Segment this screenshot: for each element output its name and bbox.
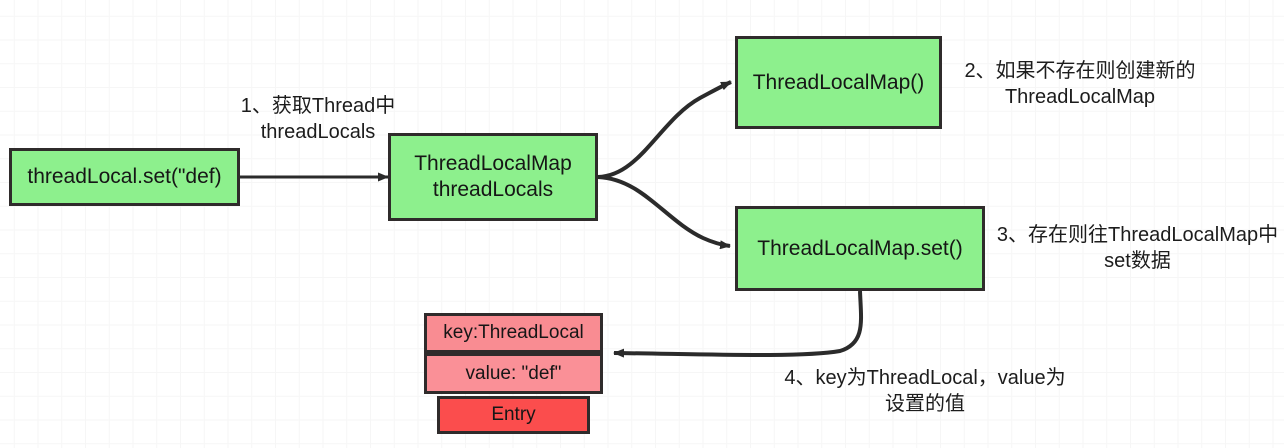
arrow-map-set-to-entry — [613, 290, 864, 358]
node-threadlocals[interactable]: ThreadLocalMap threadLocals — [388, 133, 598, 221]
node-new-threadlocalmap[interactable]: ThreadLocalMap() — [735, 36, 942, 129]
node-entry-key[interactable]: key:ThreadLocal — [424, 313, 603, 353]
node-entry-value[interactable]: value: "def" — [424, 353, 603, 394]
note-step-2: 2、如果不存在则创建新的 ThreadLocalMap — [964, 60, 1196, 108]
note-step-1: 1、获取Thread中 threadLocals — [240, 95, 396, 143]
note-step-4: 4、key为ThreadLocal，value为 设置的值 — [784, 367, 1066, 415]
arrow-threadlocals-to-map-set — [597, 175, 731, 250]
node-entry-label[interactable]: Entry — [437, 396, 590, 434]
note-step-3: 3、存在则往ThreadLocalMap中 set数据 — [996, 224, 1279, 272]
arrow-threadlocals-to-new-map — [597, 80, 732, 179]
node-threadlocalmap-set[interactable]: ThreadLocalMap.set() — [735, 206, 985, 291]
node-threadlocal-set[interactable]: threadLocal.set("def) — [9, 148, 240, 206]
